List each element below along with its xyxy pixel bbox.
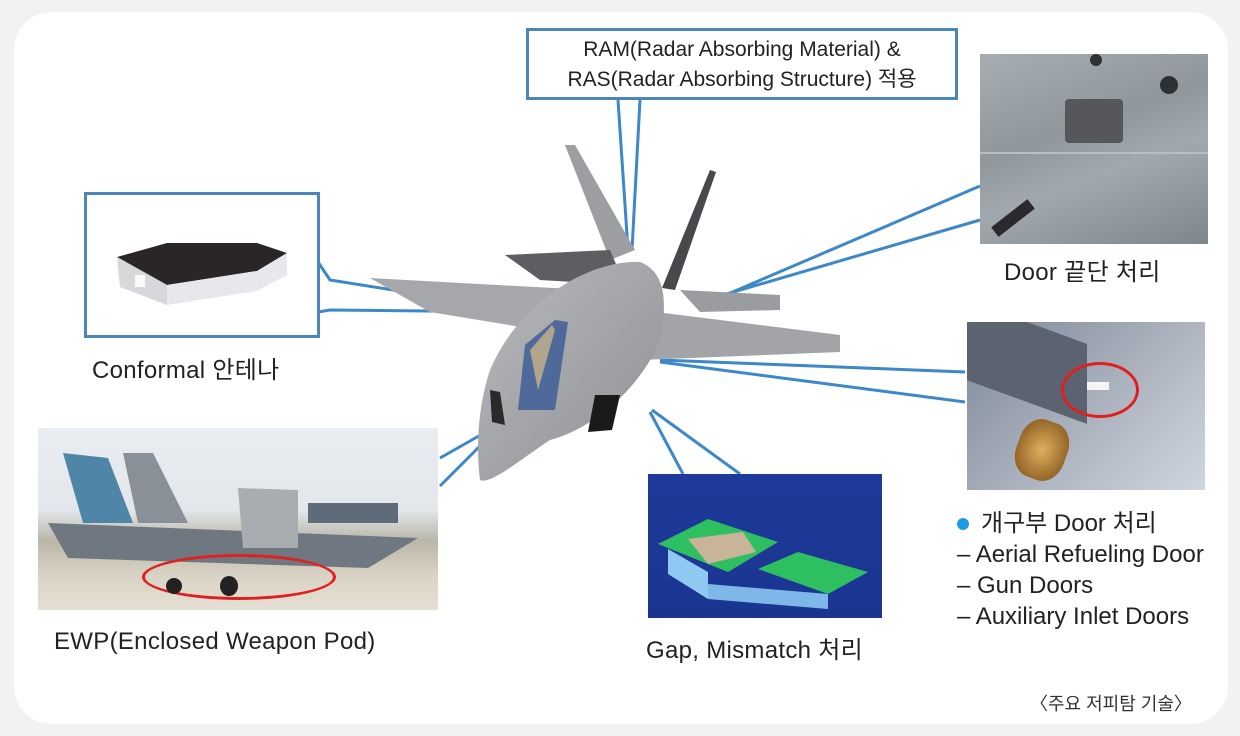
wheel [166, 578, 182, 594]
highlight-circle [142, 554, 336, 600]
highlight-circle [1061, 362, 1139, 418]
ewp-photo [38, 428, 438, 610]
opening-door-heading: 개구부 Door 처리 [957, 508, 1204, 539]
opening-door-list: 개구부 Door 처리 – Aerial Refueling Door – Gu… [957, 508, 1204, 632]
fighter-jet-illustration [48, 453, 418, 568]
figure-caption: 〈주요 저피탐 기술〉 [1030, 694, 1192, 714]
conformal-label: Conformal 안테나 [92, 357, 280, 384]
door-edge-label: Door 끝단 처리 [1004, 259, 1161, 286]
slot [991, 199, 1035, 237]
door-glint [1087, 382, 1109, 390]
list-item: – Aerial Refueling Door [957, 541, 1204, 568]
door-edge-photo [980, 54, 1208, 244]
ram-line: RAM(Radar Absorbing Material) & [583, 38, 901, 61]
conformal-antenna-box [84, 192, 320, 338]
heading-text: 개구부 Door 처리 [981, 510, 1157, 537]
fastener [1090, 54, 1102, 66]
list-item: – Gun Doors [957, 572, 1094, 599]
panel-patch [1065, 99, 1123, 143]
fastener [1160, 76, 1178, 94]
ram-ras-callout: RAM(Radar Absorbing Material) & RAS(Rada… [526, 28, 958, 100]
stealth-aircraft-illustration [370, 145, 840, 481]
bullet-icon [957, 517, 969, 530]
opening-door-photo [967, 322, 1205, 490]
ewp-label: EWP(Enclosed Weapon Pod) [54, 628, 376, 655]
ras-line: RAS(Radar Absorbing Structure) 적용 [567, 68, 917, 91]
wheel [220, 576, 238, 596]
gap-mismatch-photo [648, 474, 882, 618]
list-item: – Auxiliary Inlet Doors [957, 603, 1190, 630]
gap-model-illustration [658, 519, 868, 609]
gold-inlet [1008, 413, 1076, 487]
gap-label: Gap, Mismatch 처리 [646, 637, 864, 664]
seam [980, 152, 1208, 154]
antenna-illustration [117, 243, 287, 305]
